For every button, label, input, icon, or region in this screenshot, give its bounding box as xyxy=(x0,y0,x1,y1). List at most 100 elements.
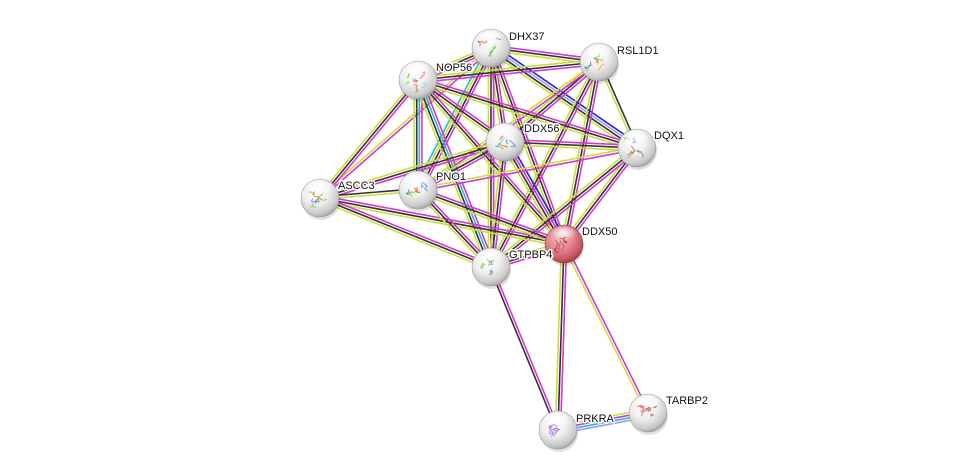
edge-nop56-ascc3[interactable] xyxy=(317,77,421,201)
node-label: GTPBP4 xyxy=(509,249,552,261)
node-label: DDX50 xyxy=(582,226,617,238)
node-label: NOP56 xyxy=(436,62,472,74)
edge-line-experiments xyxy=(320,48,493,200)
edge-line-experiments xyxy=(505,138,638,147)
node-gloss xyxy=(634,396,662,413)
edge-line-text-mining xyxy=(417,145,637,190)
edge-line-coexpression xyxy=(417,79,638,149)
edge-line-text-mining xyxy=(562,244,648,414)
edge-line-coexpression xyxy=(490,147,638,268)
node-label: DDX56 xyxy=(524,123,559,135)
node-gloss xyxy=(477,250,505,267)
node-gloss xyxy=(544,413,572,430)
node-label: DHX37 xyxy=(509,31,544,43)
node-label-halo: PRKRA xyxy=(576,413,615,425)
edge-rsl1d1-nop56[interactable] xyxy=(417,58,600,84)
node-label: RSL1D1 xyxy=(617,45,659,57)
node-label: PRKRA xyxy=(576,413,615,425)
edge-nop56-dqx1[interactable] xyxy=(416,76,639,152)
edge-line-experiments xyxy=(418,76,639,147)
node-label: TARBP2 xyxy=(666,395,708,407)
edge-line-coexpression xyxy=(319,79,419,199)
node-gloss xyxy=(491,125,519,142)
edge-line-coexpression xyxy=(319,141,506,199)
edge-pno1-ddx50[interactable] xyxy=(416,186,566,248)
edge-line-text-mining xyxy=(417,58,599,79)
edge-line-experiments xyxy=(321,81,421,201)
edge-line-coexpression xyxy=(504,141,638,149)
edge-gtpbp4-prkra[interactable] xyxy=(489,266,560,431)
node-gloss xyxy=(404,173,432,190)
edge-dqx1-pno1[interactable] xyxy=(417,145,638,193)
edge-line-coexpression xyxy=(490,141,506,268)
edge-line-text-mining xyxy=(319,199,564,248)
node-label: DQX1 xyxy=(654,130,684,142)
edge-line-experiments xyxy=(492,142,509,268)
edge-ddx50-tarbp2[interactable] xyxy=(562,243,650,414)
edge-line-text-mining xyxy=(318,199,491,271)
edge-line-text-mining xyxy=(415,81,563,247)
edge-line-experiments xyxy=(565,149,640,247)
edge-line-experiments xyxy=(320,194,493,266)
edge-dqx1-gtpbp4[interactable] xyxy=(488,145,640,270)
node-gloss xyxy=(306,181,334,198)
edge-line-experiments xyxy=(506,63,602,145)
edge-line-experiments xyxy=(564,243,650,413)
edge-line-coexpression xyxy=(417,189,565,245)
edge-line-coexpression xyxy=(503,142,564,246)
node-label-halo: DQX1 xyxy=(654,130,684,142)
edge-ddx56-dqx1[interactable] xyxy=(504,138,638,152)
edge-dhx37-ascc3[interactable] xyxy=(318,46,493,200)
edge-line-text-mining xyxy=(416,81,637,152)
edge-line-text-mining xyxy=(488,145,636,266)
edge-rsl1d1-ddx50[interactable] xyxy=(560,61,603,245)
node-label-halo: DDX50 xyxy=(582,226,617,238)
edge-line-experiments xyxy=(418,63,600,84)
edge-line-experiments xyxy=(491,266,560,430)
edge-line-experiments xyxy=(418,186,566,243)
node-label: ASCC3 xyxy=(338,180,375,192)
edge-line-experiments xyxy=(559,244,568,431)
node-label-halo: DDX56 xyxy=(524,123,559,135)
node-gloss xyxy=(404,63,432,80)
edge-line-text-mining xyxy=(504,143,637,152)
node-label-halo: NOP56 xyxy=(436,62,472,74)
node-gloss xyxy=(585,45,613,62)
edge-line-coexpression xyxy=(417,61,600,81)
edge-ddx50-prkra[interactable] xyxy=(554,243,568,431)
edge-nop56-ddx50[interactable] xyxy=(415,77,567,247)
edge-line-text-mining xyxy=(560,61,598,244)
edge-line-coexpression xyxy=(557,243,565,431)
edge-ascc3-gtpbp4[interactable] xyxy=(318,194,493,271)
edge-line-coexpression xyxy=(319,197,565,245)
edge-ddx56-gtpbp4[interactable] xyxy=(487,141,509,268)
edge-line-coexpression xyxy=(417,79,565,245)
edge-ddx56-ddx50[interactable] xyxy=(500,139,569,247)
edge-line-homology xyxy=(491,46,639,148)
edge-line-text-mining xyxy=(487,141,504,267)
edge-line-text-mining xyxy=(318,46,491,198)
edge-line-experiments xyxy=(565,62,603,245)
node-label-halo: PNO1 xyxy=(436,171,466,183)
node-gloss xyxy=(550,227,578,244)
edge-line-gene-fusion xyxy=(507,139,569,243)
node-label-halo: GTPBP4 xyxy=(509,249,552,261)
edge-line-text-mining xyxy=(416,191,564,248)
edge-line-coexpression xyxy=(563,61,600,245)
node-gloss xyxy=(623,131,651,148)
edge-line-text-mining xyxy=(554,243,563,430)
edge-line-text-mining xyxy=(487,60,598,267)
edge-line-experiments xyxy=(492,149,640,270)
